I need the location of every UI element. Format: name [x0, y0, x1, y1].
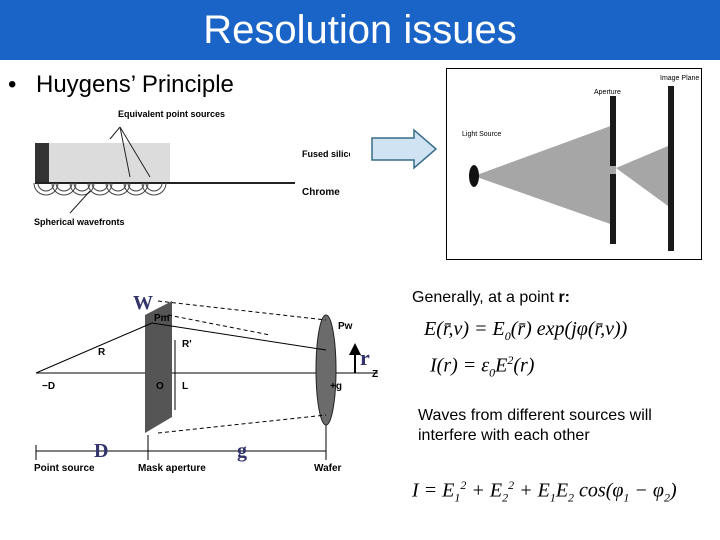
bullet-dot: •: [8, 71, 17, 98]
r-arrow-head: [349, 343, 361, 355]
label-r: r: [360, 345, 370, 370]
light-cone: [474, 124, 616, 226]
label-Pw: Pw: [338, 321, 353, 332]
label-chrome: Chrome: [302, 187, 340, 198]
label-O: O: [156, 381, 164, 392]
label-image-plane: Image Plane: [660, 75, 699, 82]
label-point-sources: Equivalent point sources: [118, 109, 225, 119]
arrow-shape: [371, 128, 438, 170]
equation-intensity: I(r) = ε0E2(r): [430, 353, 535, 380]
label-plusg: +g: [330, 381, 342, 392]
label-Rp: R': [182, 339, 192, 350]
equation-field: E(r̄,ν) = E0(r̄) exp(jφ(r̄,ν)): [424, 318, 628, 343]
chrome-edge: [35, 143, 49, 183]
image-plane-bar: [668, 86, 674, 251]
label-spherical: Spherical wavefronts: [34, 217, 125, 227]
pointer-lines: [69, 126, 151, 214]
equation-interference: I = E12 + E22 + E1E2 cos(φ1 − φ2): [412, 478, 677, 505]
huygens-diagram: Equivalent point sources Fused silicon C…: [33, 109, 350, 227]
slide-title: Resolution issues: [203, 8, 517, 52]
label-g: g: [237, 440, 247, 462]
label-aperture: Aperture: [594, 89, 621, 96]
right-arrow-icon: [371, 128, 438, 170]
label-light-source: Light Source: [462, 131, 501, 138]
label-Z: Z: [372, 369, 378, 380]
title-bar: Resolution issues: [0, 0, 720, 60]
generally-label: Generally, at a point: [412, 289, 559, 306]
light-source-bulb: [469, 165, 479, 187]
aperture-upper: [610, 96, 616, 166]
dimension-lines: [35, 425, 327, 460]
generally-text: Generally, at a point r:: [412, 288, 570, 308]
label-mask-aperture: Mask aperture: [138, 463, 206, 474]
ray-lines: [35, 300, 327, 434]
generally-r: r:: [558, 289, 571, 306]
label-Pm: Pm: [154, 313, 170, 324]
fused-silicon-block: [35, 143, 170, 183]
label-W: W: [133, 292, 153, 314]
wafer-disc: [315, 314, 337, 426]
aperture-lower: [610, 174, 616, 244]
label-fused: Fused silicon: [302, 149, 350, 159]
diffracted-cone: [616, 146, 668, 206]
aperture-diagram: Aperture Image Plane Light Source: [446, 68, 702, 260]
waves-text: Waves from different sources will interf…: [418, 407, 652, 444]
label-L: L: [182, 381, 188, 392]
label-R: R: [98, 347, 106, 358]
bullet-text: Huygens’ Principle: [36, 71, 234, 98]
wavefront-arcs: [33, 182, 167, 196]
label-wafer: Wafer: [314, 463, 342, 474]
geometry-diagram: W r D g Pm Pw R R' O L Z −D +g Point sou…: [34, 292, 378, 474]
label-D: D: [94, 440, 108, 462]
bullet-huygens: • Huygens’ Principle: [8, 70, 234, 100]
label-minusD: −D: [42, 381, 55, 392]
mask-plate: [145, 301, 172, 433]
label-point-source: Point source: [34, 463, 95, 474]
